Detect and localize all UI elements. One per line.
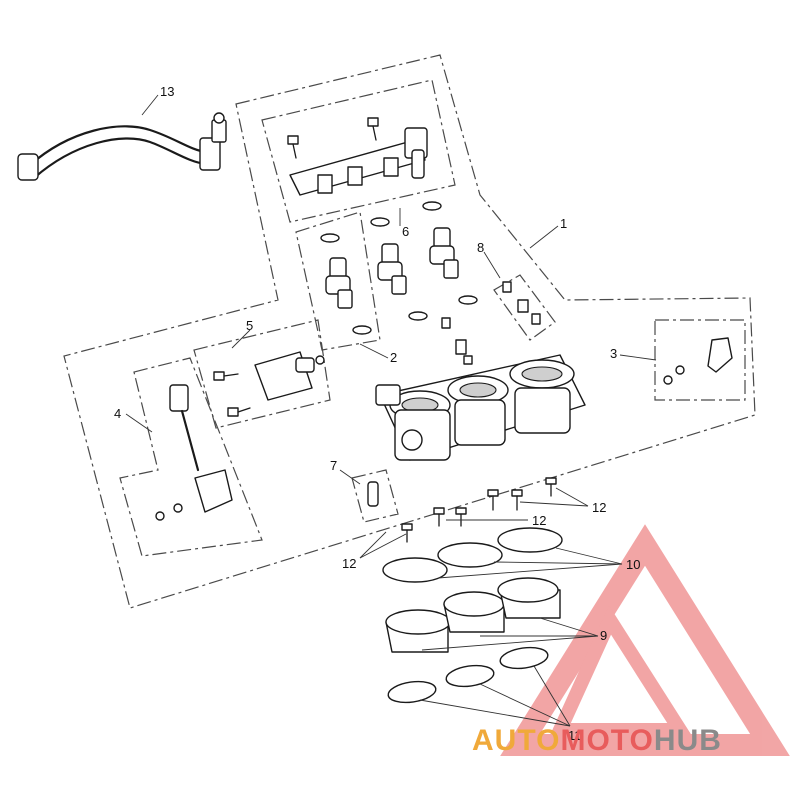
intake-adapters-9 xyxy=(385,577,561,653)
watermark-moto: MOTO xyxy=(560,724,653,757)
callout-1: 1 xyxy=(560,216,567,231)
callout-3: 3 xyxy=(610,346,617,361)
watermark-hub: HUB xyxy=(654,724,722,757)
watermark-logo xyxy=(500,524,790,756)
injectors-2 xyxy=(325,227,459,309)
group-outlines xyxy=(63,54,756,609)
spring-parts xyxy=(441,281,541,365)
svg-text:AUTOMOTOHUB: AUTOMOTOHUB xyxy=(472,724,722,757)
callout-labels: 13 1 6 8 5 3 2 4 7 12 12 12 10 9 11 xyxy=(114,84,640,743)
clamps-10 xyxy=(382,527,563,583)
callout-6: 6 xyxy=(402,224,409,239)
callout-12-right: 12 xyxy=(592,500,606,515)
leader-lines xyxy=(125,94,657,727)
throttle-body-1 xyxy=(375,354,586,461)
callout-11: 11 xyxy=(568,728,582,743)
callout-4: 4 xyxy=(114,406,121,421)
sensor-5 xyxy=(213,351,325,417)
watermark-auto: AUTO xyxy=(472,724,560,757)
callout-9: 9 xyxy=(600,628,607,643)
screw-7 xyxy=(367,481,379,507)
callout-5: 5 xyxy=(246,318,253,333)
callout-12-mid: 12 xyxy=(532,513,546,528)
callout-12-left: 12 xyxy=(342,556,356,571)
callout-10: 10 xyxy=(626,557,640,572)
fuel-hose-13 xyxy=(17,112,227,181)
gaskets-11 xyxy=(387,646,549,704)
watermark-text: AUTOMOTOHUB xyxy=(472,724,722,757)
sensor-lead-4 xyxy=(155,384,233,521)
screws-12 xyxy=(401,477,557,543)
callout-7: 7 xyxy=(330,458,337,473)
callout-8: 8 xyxy=(477,240,484,255)
bracket-3 xyxy=(663,337,733,385)
callout-2: 2 xyxy=(390,350,397,365)
fuel-rail-6 xyxy=(287,117,428,196)
callout-13: 13 xyxy=(160,84,174,99)
o-rings-upper xyxy=(320,201,478,335)
